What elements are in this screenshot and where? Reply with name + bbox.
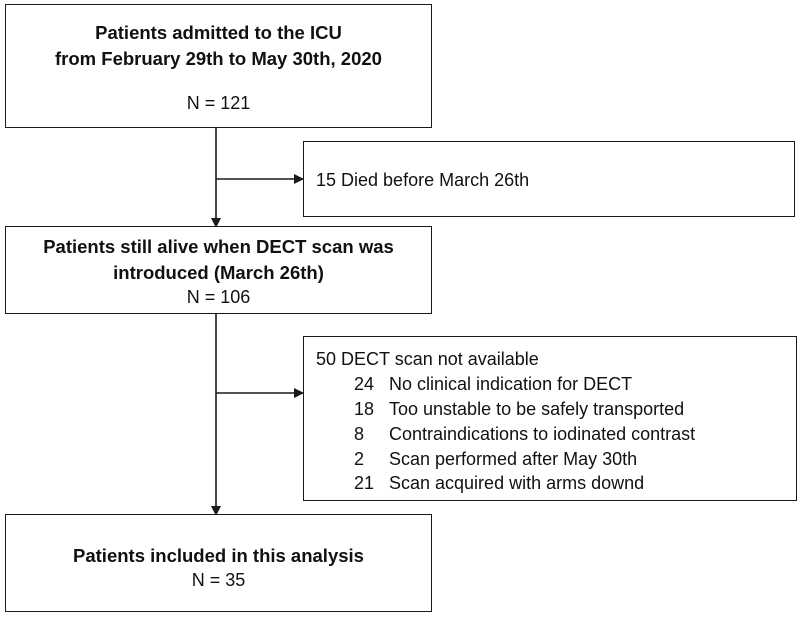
alive-title-line1: Patients still alive when DECT scan was	[43, 236, 394, 257]
dect-exclusion-header: 50 DECT scan not available	[316, 349, 539, 369]
dect-reason-count: 8	[354, 424, 365, 444]
box-admitted: Patients admitted to the ICU from Februa…	[5, 4, 432, 128]
dect-reason-count: 18	[354, 399, 375, 419]
dect-reason-text: No clinical indication for DECT	[389, 374, 633, 394]
admitted-title-line2: from February 29th to May 30th, 2020	[55, 48, 382, 69]
admitted-count: N = 121	[186, 93, 251, 113]
included-title: Patients included in this analysis	[73, 545, 364, 566]
box-still-alive: Patients still alive when DECT scan was …	[5, 226, 432, 314]
dect-reason-count: 21	[354, 473, 375, 493]
died-exclusion-text: 15 Died before March 26th	[316, 170, 530, 190]
box-included: Patients included in this analysis N = 3…	[5, 514, 432, 612]
dect-reason-text: Scan performed after May 30th	[389, 449, 638, 469]
alive-title-line2: introduced (March 26th)	[113, 262, 324, 283]
box-dect-exclusion: 50 DECT scan not available 24 No clinica…	[303, 336, 797, 501]
dect-reason-text: Scan acquired with arms downd	[389, 473, 645, 493]
dect-reason-count: 2	[354, 449, 365, 469]
dect-reason-count: 24	[354, 374, 375, 394]
alive-count: N = 106	[186, 287, 251, 307]
dect-reason-text: Too unstable to be safely transported	[389, 399, 685, 419]
included-count: N = 35	[191, 570, 246, 590]
box-died-exclusion: 15 Died before March 26th	[303, 141, 795, 217]
admitted-title-line1: Patients admitted to the ICU	[95, 22, 342, 43]
dect-reason-text: Contraindications to iodinated contrast	[389, 424, 696, 444]
